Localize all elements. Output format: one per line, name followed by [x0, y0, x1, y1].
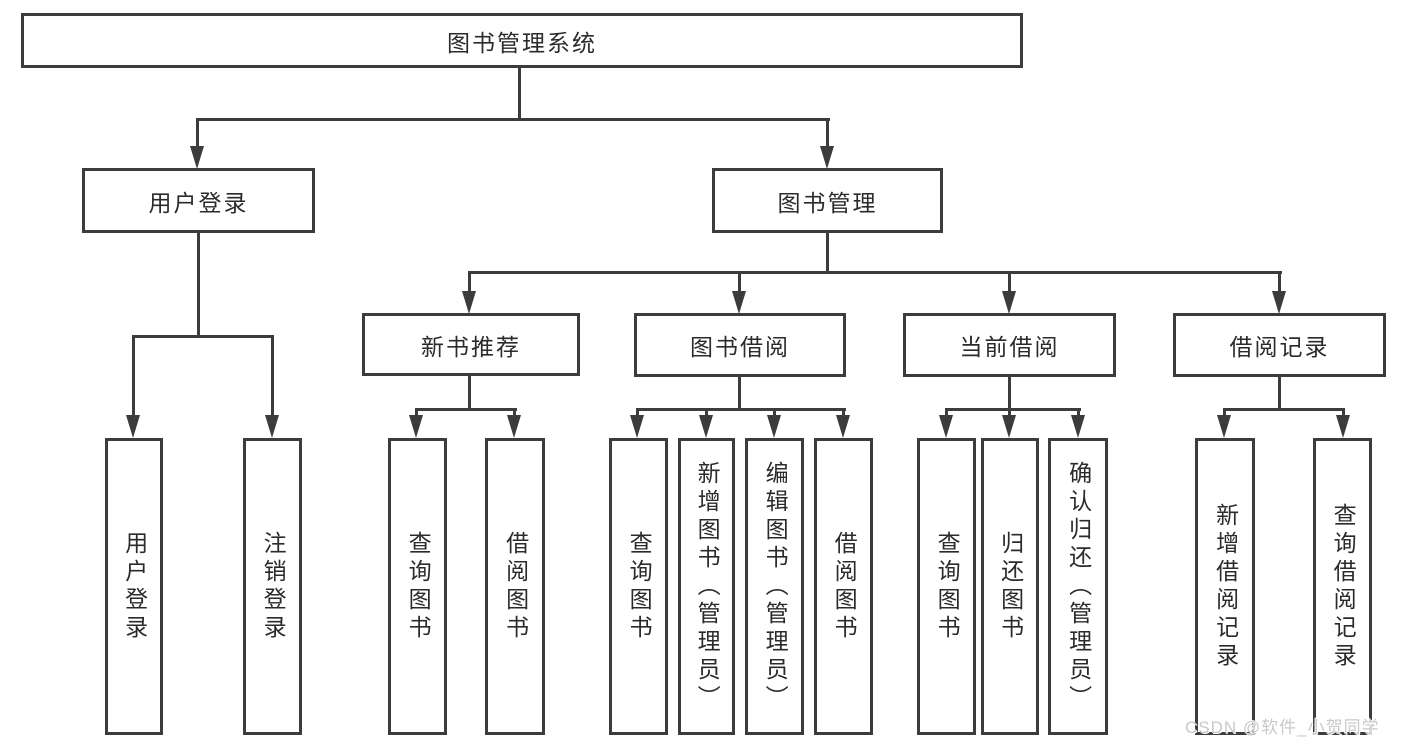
connector-line — [132, 337, 135, 415]
connector-line — [738, 273, 741, 291]
arrowhead-icon — [630, 415, 644, 438]
leaf-add-book-admin: 新增图书（管理员） — [678, 438, 735, 735]
leaf-label: 确认归还（管理员） — [1065, 460, 1092, 713]
connector-line — [1223, 410, 1226, 416]
leaf-logout: 注销登录 — [243, 438, 302, 735]
node-borrow-records: 借阅记录 — [1173, 313, 1386, 377]
connector-line — [1342, 410, 1345, 416]
connector-line — [468, 271, 1282, 274]
node-label: 当前借阅 — [959, 334, 1060, 360]
arrowhead-icon — [409, 415, 423, 438]
connector-line — [773, 410, 776, 416]
connector-line — [415, 410, 418, 416]
arrowhead-icon — [732, 291, 746, 314]
arrowhead-icon — [820, 146, 834, 169]
connector-line — [518, 68, 521, 119]
leaf-label: 借阅图书 — [502, 530, 529, 643]
arrowhead-icon — [1071, 415, 1085, 438]
leaf-borrow-book-recommend: 借阅图书 — [485, 438, 545, 735]
node-label: 图书管理系统 — [447, 29, 597, 56]
connector-line — [842, 410, 845, 416]
leaf-query-book-recommend: 查询图书 — [388, 438, 447, 735]
arrowhead-icon — [836, 415, 850, 438]
connector-line — [826, 120, 829, 147]
arrowhead-icon — [1217, 415, 1231, 438]
connector-line — [705, 410, 708, 416]
arrowhead-icon — [507, 415, 521, 438]
arrowhead-icon — [699, 415, 713, 438]
connector-line — [197, 233, 200, 337]
arrowhead-icon — [1272, 291, 1286, 314]
connector-line — [513, 410, 516, 416]
connector-line — [132, 335, 274, 338]
arrowhead-icon — [939, 415, 953, 438]
connector-line — [1223, 408, 1345, 411]
node-book-management: 图书管理 — [712, 168, 943, 233]
arrowhead-icon — [126, 415, 140, 438]
leaf-borrow-book: 借阅图书 — [814, 438, 873, 735]
connector-line — [1077, 410, 1080, 416]
leaf-query-borrow-record: 查询借阅记录 — [1313, 438, 1372, 735]
connector-line — [415, 408, 517, 411]
leaf-label: 查询图书 — [626, 530, 653, 643]
connector-line — [945, 408, 1081, 411]
node-label: 借阅记录 — [1229, 334, 1330, 360]
connector-line — [468, 273, 471, 291]
leaf-query-book-current: 查询图书 — [917, 438, 976, 735]
arrowhead-icon — [265, 415, 279, 438]
connector-line — [945, 410, 948, 416]
node-current-borrowing: 当前借阅 — [903, 313, 1116, 377]
connector-line — [1008, 410, 1011, 416]
connector-line — [196, 120, 199, 147]
connector-line — [1008, 377, 1011, 410]
connector-line — [636, 410, 639, 416]
leaf-label: 编辑图书（管理员） — [762, 460, 789, 713]
leaf-edit-book-admin: 编辑图书（管理员） — [745, 438, 804, 735]
leaf-label: 用户登录 — [121, 530, 148, 643]
node-book-borrowing: 图书借阅 — [634, 313, 846, 377]
connector-line — [468, 375, 471, 410]
node-root-system: 图书管理系统 — [21, 13, 1023, 68]
leaf-user-login: 用户登录 — [105, 438, 163, 735]
arrowhead-icon — [190, 146, 204, 169]
arrowhead-icon — [1336, 415, 1350, 438]
connector-line — [826, 232, 829, 273]
leaf-label: 借阅图书 — [831, 530, 858, 643]
watermark: CSDN @软件_小贺同学 — [1185, 718, 1380, 737]
node-label: 图书借阅 — [690, 334, 790, 360]
connector-line — [636, 408, 846, 411]
leaf-label: 归还图书 — [997, 530, 1024, 643]
connector-line — [271, 337, 274, 415]
leaf-label: 查询图书 — [934, 530, 961, 643]
leaf-return-book: 归还图书 — [981, 438, 1039, 735]
connector-line — [738, 377, 741, 410]
connector-line — [1278, 377, 1281, 410]
leaf-label: 新增借阅记录 — [1212, 502, 1239, 671]
arrowhead-icon — [462, 291, 476, 314]
connector-line — [1008, 273, 1011, 291]
node-label: 新书推荐 — [421, 333, 521, 360]
node-label: 用户登录 — [148, 189, 249, 216]
leaf-confirm-return-admin: 确认归还（管理员） — [1048, 438, 1108, 735]
leaf-label: 新增图书（管理员） — [694, 460, 721, 713]
leaf-label: 注销登录 — [260, 530, 287, 643]
leaf-label: 查询图书 — [405, 530, 432, 643]
leaf-label: 查询借阅记录 — [1330, 502, 1357, 671]
arrowhead-icon — [767, 415, 781, 438]
arrowhead-icon — [1002, 291, 1016, 314]
leaf-add-borrow-record: 新增借阅记录 — [1195, 438, 1255, 735]
arrowhead-icon — [1002, 415, 1016, 438]
node-new-book-recommend: 新书推荐 — [362, 313, 580, 376]
node-label: 图书管理 — [777, 189, 878, 216]
leaf-query-book-borrow: 查询图书 — [609, 438, 668, 735]
connector-line — [196, 118, 830, 121]
node-user-login: 用户登录 — [82, 168, 315, 233]
connector-line — [1278, 273, 1281, 291]
